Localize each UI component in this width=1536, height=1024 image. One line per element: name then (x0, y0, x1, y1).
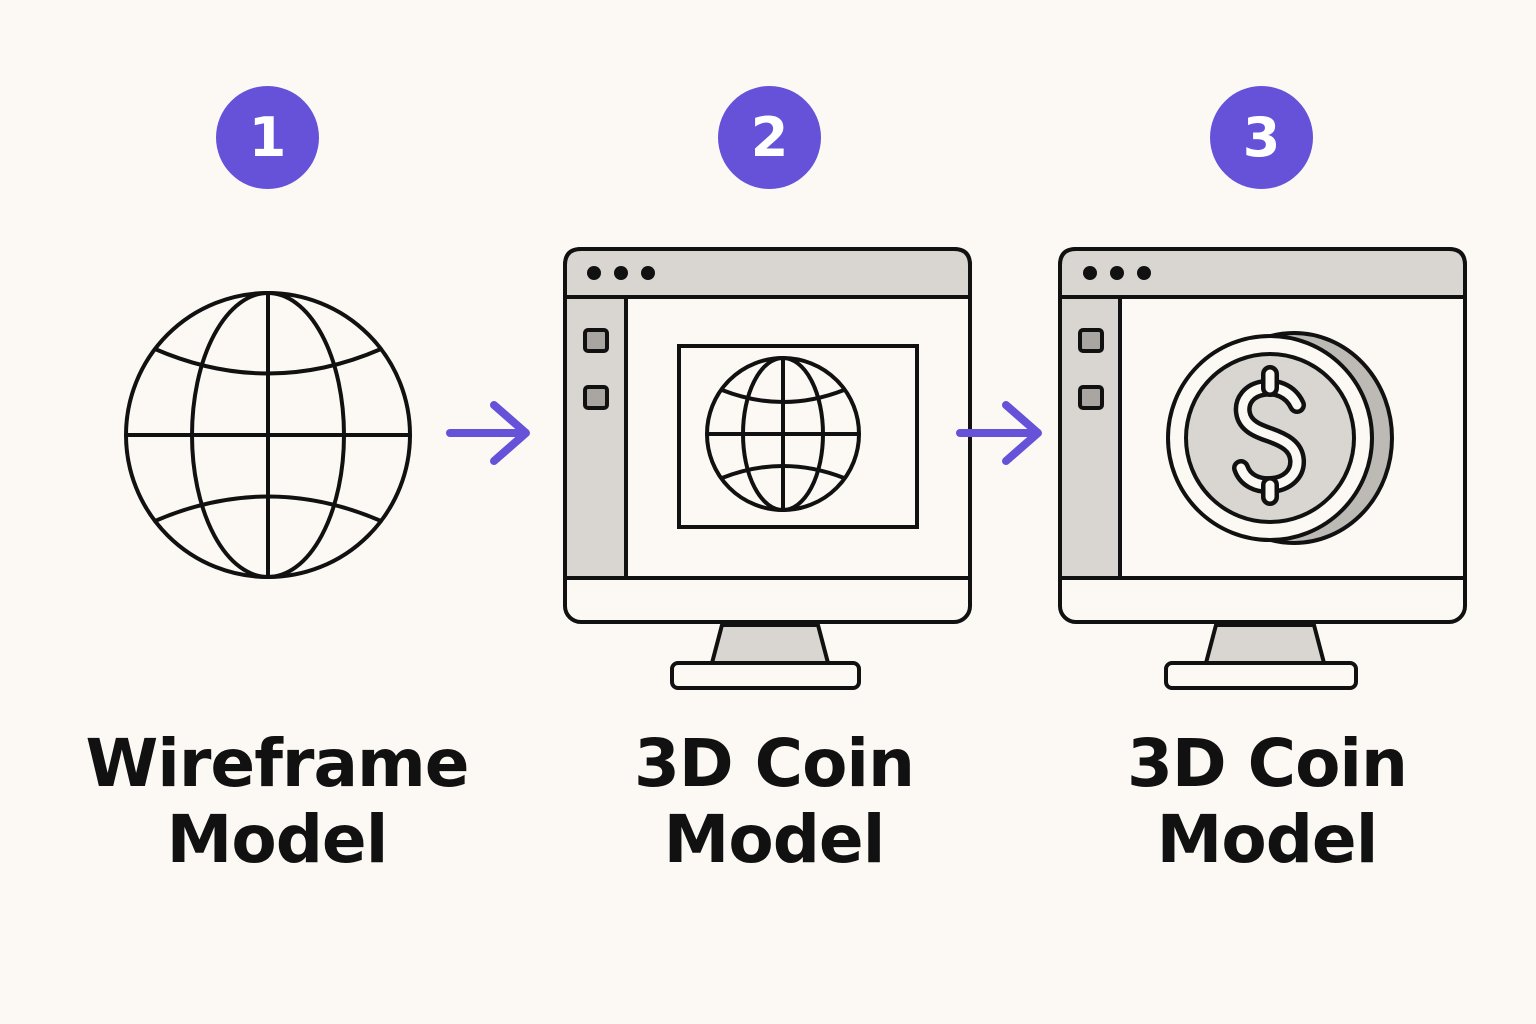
step-3-label-line2: Model (1156, 801, 1379, 878)
step-2-badge: 2 (718, 86, 821, 189)
arrow-right-icon (956, 401, 1042, 465)
step-2-label-line2: Model (663, 801, 886, 878)
step-2-label-line1: 3D Coin (633, 725, 915, 802)
step-2-label: 3D Coin Model (564, 726, 984, 878)
step-1-label-line2: Model (166, 801, 389, 878)
wireframe-globe-icon (124, 291, 412, 579)
step-1-badge: 1 (216, 86, 319, 189)
dollar-sign-icon (1232, 365, 1306, 506)
coin-icon (1166, 331, 1394, 545)
monitor-with-globe-icon (563, 247, 972, 690)
monitor-with-coin-icon (1058, 247, 1467, 690)
step-1-label: Wireframe Model (67, 726, 487, 878)
step-3-badge: 3 (1210, 86, 1313, 189)
step-3-label-line1: 3D Coin (1126, 725, 1408, 802)
step-3-label: 3D Coin Model (1057, 726, 1477, 878)
arrow-right-icon (446, 401, 530, 465)
step-1-label-line1: Wireframe (85, 725, 469, 802)
